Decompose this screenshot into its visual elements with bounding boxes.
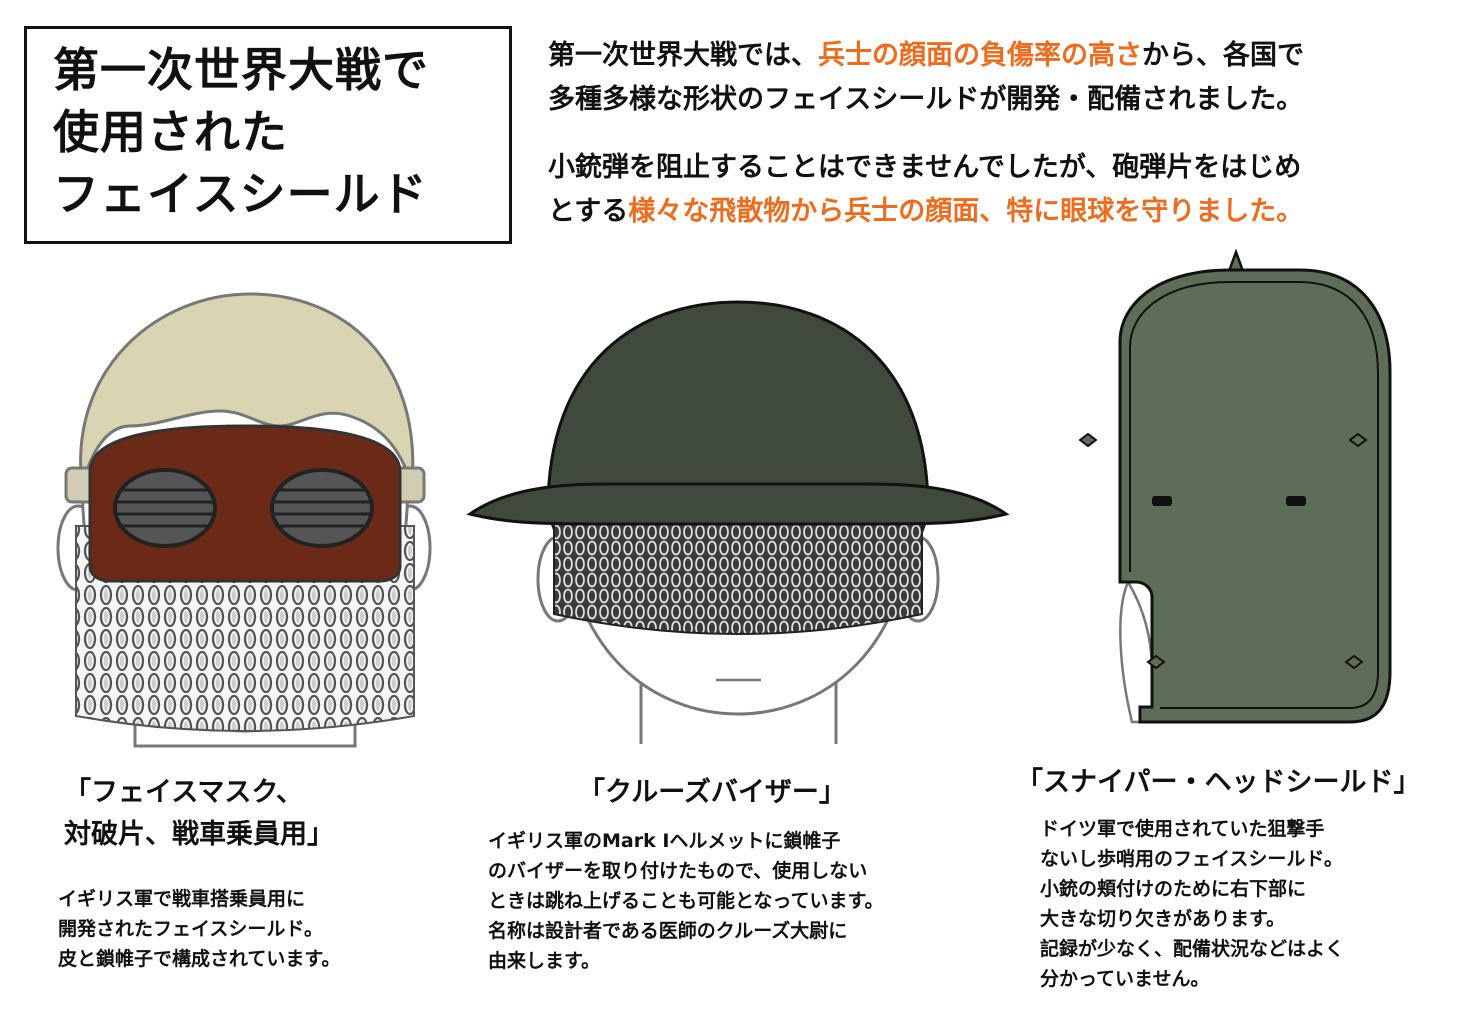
caption-cruise-visor: 「クルーズバイザー」: [578, 777, 846, 808]
intro-paragraph-1-line-2: 多種多様な形状のフェイスシールドが開発・配備されました。: [548, 84, 1304, 115]
intro-text: 第一次世界大戦では、兵士の顔面の負傷率の高さから、各国で 多種多様な形状のフェイ…: [548, 34, 1428, 234]
face-in-cutout: [1119, 579, 1154, 724]
caption-sniper-shield: 「スナイパー・ヘッドシールド」: [1016, 767, 1421, 798]
left-eye-slit-lens: [113, 468, 217, 548]
title-line: 第一次世界大戦で: [53, 43, 429, 97]
intro-paragraph-2-line-1: 小銃弾を阻止することはできませんでしたが、砲弾片をはじめ: [548, 152, 1302, 183]
rivet-right-lower: [1344, 654, 1364, 670]
helmet-dome: [546, 300, 930, 511]
hair: [79, 292, 415, 487]
sniper-shield-illustration: [1078, 248, 1392, 724]
right-eye-slit: [1286, 496, 1306, 506]
description-cruise-visor: イギリス軍のMark Ⅰヘルメットに鎖帷子 のバイザーを取り付けたもので、使用し…: [488, 830, 884, 972]
tank-mask-illustration: [56, 292, 432, 748]
chainmail-visor: [553, 515, 923, 635]
left-eye-slit: [1152, 496, 1172, 506]
shield-inner-edge: [1129, 281, 1379, 709]
intro-paragraph-2-line-2: とする様々な飛散物から兵士の顔面、特に眼球を守りました。: [548, 196, 1304, 227]
shield-body: [1118, 268, 1392, 724]
intro-highlight: 様々な飛散物から兵士の顔面、特に眼球を守りました。: [628, 196, 1304, 227]
description-face-mask: イギリス軍で戦車搭乗員用に 開発されたフェイスシールド。 皮と鎖帷子で構成されて…: [58, 888, 341, 970]
rivet-left-upper: [1078, 432, 1098, 448]
intro-paragraph-1-line-1: 第一次世界大戦では、兵士の顔面の負傷率の高さから、各国で: [548, 40, 1304, 71]
rivet-right-upper: [1348, 432, 1368, 448]
rivet-left-lower: [1146, 654, 1166, 670]
title-box: 第一次世界大戦で 使用された フェイスシールド: [24, 26, 512, 244]
intro-highlight: 兵士の顔面の負傷率の高さ: [818, 40, 1142, 71]
title-line: フェイスシールド: [53, 167, 428, 221]
right-eye-slit-lens: [270, 468, 374, 548]
title-line: 使用された: [53, 105, 288, 159]
cruise-visor-illustration: [466, 300, 1010, 744]
caption-face-mask: 「フェイスマスク、 対破片、戦車乗員用」: [64, 777, 334, 850]
helmet-brim: [466, 482, 1010, 526]
description-sniper-shield: ドイツ軍で使用されていた狙撃手 ないし歩哨用のフェイスシールド。 小銃の頬付けの…: [1040, 818, 1345, 990]
